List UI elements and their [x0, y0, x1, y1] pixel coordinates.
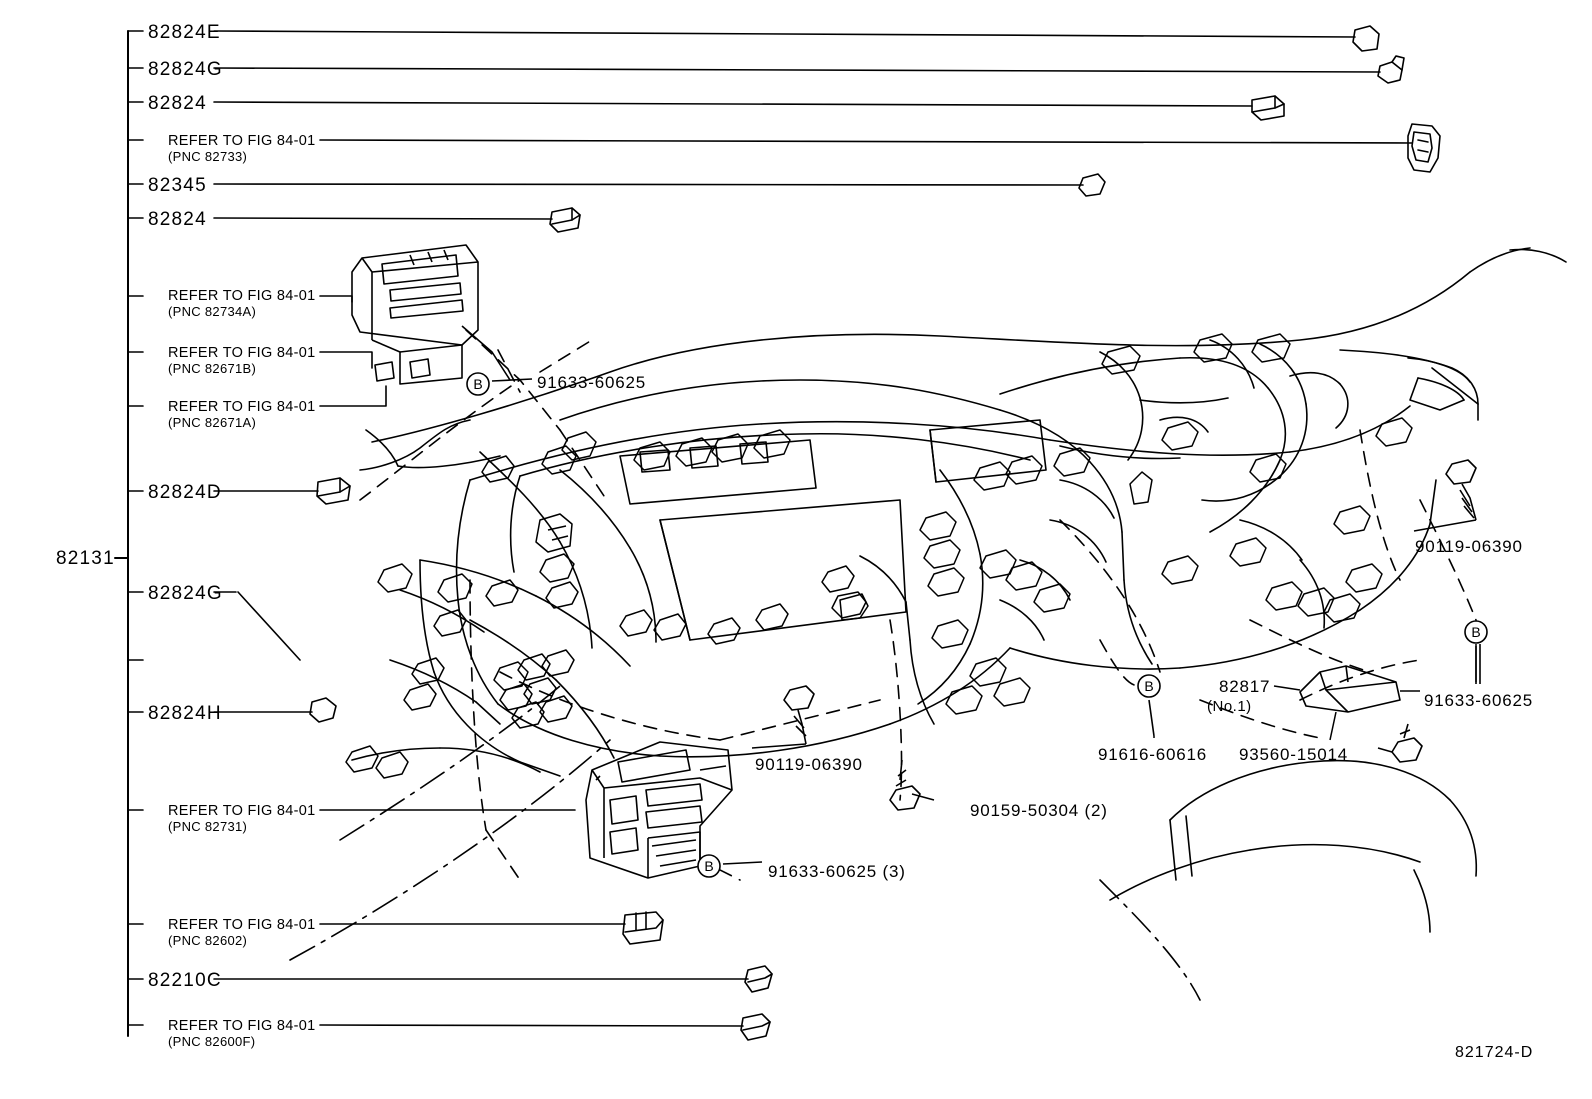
callout-90119-06390-right: 90119-06390	[1415, 537, 1523, 556]
part-label-82131: 82131	[56, 548, 115, 569]
callout-91633-60625-right: 91633-60625	[1424, 691, 1534, 710]
part-label-82824g-mid: 82824G	[148, 583, 223, 604]
ref-82600f-line2: (PNC 82600F)	[168, 1034, 256, 1049]
callout-91616-60616: 91616-60616	[1098, 745, 1208, 764]
ref-82671b: REFER TO FIG 84-01 (PNC 82671B)	[168, 345, 316, 377]
ref-82731: REFER TO FIG 84-01 (PNC 82731)	[168, 803, 316, 835]
ref-82733-line1: REFER TO FIG 84-01	[168, 133, 316, 149]
callout-93560-15014: 93560-15014	[1239, 745, 1349, 764]
bullet-marker-b-label: B	[473, 376, 482, 392]
ref-82731-line2: (PNC 82731)	[168, 819, 248, 834]
ref-82671b-line1: REFER TO FIG 84-01	[168, 345, 316, 361]
figure-id: 821724-D	[1455, 1044, 1534, 1061]
callout-90159-50304: 90159-50304 (2)	[970, 801, 1108, 820]
ref-82733-line2: (PNC 82733)	[168, 149, 248, 164]
callout-82817: 82817	[1219, 677, 1271, 696]
ref-82733: REFER TO FIG 84-01 (PNC 82733)	[168, 133, 316, 165]
ref-82602: REFER TO FIG 84-01 (PNC 82602)	[168, 917, 316, 949]
callout-91633-60625-bottom: 91633-60625 (3)	[768, 862, 906, 881]
part-label-82824e: 82824E	[148, 22, 221, 43]
part-label-82824-top: 82824	[148, 93, 207, 114]
callout-91633-60625-top: 91633-60625	[537, 373, 647, 392]
ref-82671a-line2: (PNC 82671A)	[168, 415, 257, 430]
ref-82734a-line1: REFER TO FIG 84-01	[168, 288, 316, 304]
ref-82734a: REFER TO FIG 84-01 (PNC 82734A)	[168, 288, 316, 320]
ref-82671a: REFER TO FIG 84-01 (PNC 82671A)	[168, 399, 316, 431]
svg-text:B: B	[1144, 678, 1153, 694]
part-label-82824g-top: 82824G	[148, 59, 223, 80]
ref-82602-line1: REFER TO FIG 84-01	[168, 917, 316, 933]
ref-82731-line1: REFER TO FIG 84-01	[168, 803, 316, 819]
ref-82734a-line2: (PNC 82734A)	[168, 304, 257, 319]
part-label-82345: 82345	[148, 175, 207, 196]
ref-82600f-line1: REFER TO FIG 84-01	[168, 1018, 316, 1034]
callout-82817-no1: (No.1)	[1207, 698, 1252, 715]
ref-82602-line2: (PNC 82602)	[168, 933, 248, 948]
svg-text:B: B	[1471, 624, 1480, 640]
svg-text:B: B	[704, 858, 713, 874]
part-label-82824-second: 82824	[148, 209, 207, 230]
ref-82600f: REFER TO FIG 84-01 (PNC 82600F)	[168, 1018, 316, 1050]
part-label-82824h: 82824H	[148, 703, 222, 724]
callout-90119-06390-center: 90119-06390	[755, 755, 863, 774]
ref-82671a-line1: REFER TO FIG 84-01	[168, 399, 316, 415]
part-label-82210c: 82210C	[148, 970, 222, 991]
ref-82671b-line2: (PNC 82671B)	[168, 361, 257, 376]
part-label-82824d: 82824D	[148, 482, 222, 503]
